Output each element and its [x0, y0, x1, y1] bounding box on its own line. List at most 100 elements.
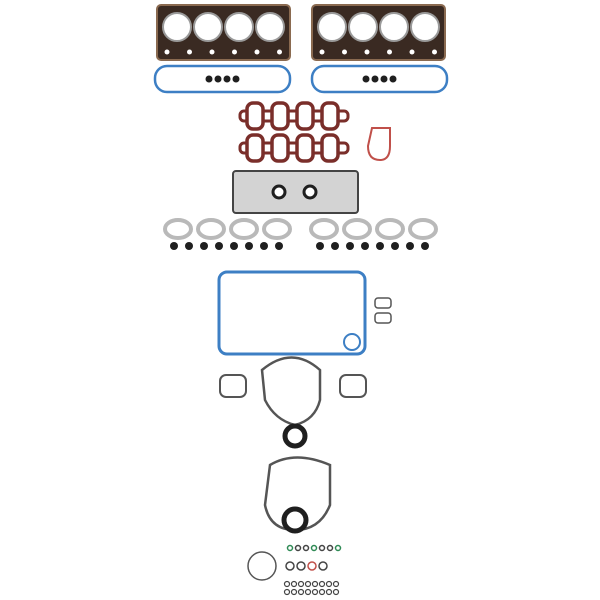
valve-stem-seal [170, 242, 178, 250]
cylinder-bore [193, 12, 223, 42]
intake-rail [238, 141, 350, 155]
water-pump-gasket [219, 374, 247, 398]
exhaust-manifold-gaskets [163, 218, 438, 250]
oil-pan-gasket [217, 270, 392, 356]
small-gasket [374, 297, 392, 309]
tiny-o-ring [283, 588, 291, 596]
valve-stem-seal [260, 242, 268, 250]
exhaust-port-gasket [375, 218, 405, 240]
tiny-o-ring [332, 580, 340, 588]
o-ring [296, 561, 306, 571]
o-ring [307, 561, 317, 571]
valve-stem-seal [245, 242, 253, 250]
cylinder-head-gaskets [156, 4, 446, 61]
exhaust-port-gasket [342, 218, 372, 240]
bolt-hole [164, 49, 170, 55]
tiny-o-ring [297, 580, 305, 588]
valve-stem-seal [421, 242, 429, 250]
timing-cover-gasket-outline [260, 356, 322, 427]
tiny-o-ring [318, 588, 326, 596]
intake-manifold-gaskets [238, 101, 391, 163]
valve-stem-seal [230, 242, 238, 250]
grommet [362, 75, 370, 83]
small-o-ring [302, 544, 310, 552]
valley-cover [232, 170, 359, 214]
tiny-o-ring [332, 588, 340, 596]
bolt-hole [432, 49, 437, 55]
small-o-ring [294, 544, 302, 552]
bolt-hole [319, 49, 325, 55]
grommet [214, 75, 222, 83]
bolt-hole [364, 49, 370, 55]
head-gasket [156, 4, 291, 61]
cylinder-bore [379, 12, 409, 42]
valve-stem-seal [361, 242, 369, 250]
cylinder-bore [410, 12, 440, 42]
bolt-hole [409, 49, 415, 55]
grommet [380, 75, 388, 83]
tiny-o-ring [297, 588, 305, 596]
intake-port [320, 133, 340, 163]
grommet [232, 75, 240, 83]
valve-stem-seal [215, 242, 223, 250]
bolt-hole [254, 49, 260, 55]
small-o-ring [334, 544, 342, 552]
head-gasket [311, 4, 446, 61]
exhaust-port-gasket [309, 218, 339, 240]
intake-port [320, 101, 340, 131]
intake-port [245, 133, 265, 163]
exhaust-port-gasket [229, 218, 259, 240]
small-o-ring [310, 544, 318, 552]
tiny-o-ring [311, 588, 319, 596]
oil-pan-gasket-outline [217, 270, 367, 356]
intake-port [295, 133, 315, 163]
front-crank-seal [282, 423, 308, 449]
valley-cover-plate [232, 170, 359, 214]
grommet [371, 75, 379, 83]
o-ring [285, 561, 295, 571]
valve-cover-gasket [310, 64, 449, 94]
valve-stem-seal [316, 242, 324, 250]
misc-o-rings [247, 544, 342, 596]
timing-cover-gasket [219, 356, 367, 449]
valley-seal [271, 184, 287, 200]
tiny-o-ring [325, 580, 333, 588]
tiny-o-ring [290, 580, 298, 588]
bolt-hole [387, 49, 392, 55]
bolt-hole [232, 49, 237, 55]
valve-stem-seal [346, 242, 354, 250]
bolt-hole [187, 49, 192, 55]
tiny-o-ring [290, 588, 298, 596]
valve-stem-seal [331, 242, 339, 250]
grommet [205, 75, 213, 83]
rear-cover-gasket [263, 456, 332, 534]
intake-port [245, 101, 265, 131]
bolt-hole [277, 49, 282, 55]
bolt-hole [342, 49, 347, 55]
valve-stem-seal [185, 242, 193, 250]
small-o-ring [286, 544, 294, 552]
valve-stem-seal [200, 242, 208, 250]
valve-cover-gaskets [153, 64, 449, 94]
exhaust-port-gasket [163, 218, 193, 240]
cylinder-bore [224, 12, 254, 42]
valley-seal [302, 184, 318, 200]
intake-rail [238, 109, 350, 123]
tiny-o-ring [304, 588, 312, 596]
tiny-o-ring [325, 588, 333, 596]
cylinder-bore [162, 12, 192, 42]
tiny-o-ring [311, 580, 319, 588]
intake-port [270, 133, 290, 163]
grommet [223, 75, 231, 83]
cylinder-bore [348, 12, 378, 42]
large-o-ring [247, 551, 277, 581]
tiny-o-ring [283, 580, 291, 588]
cylinder-bore [317, 12, 347, 42]
cylinder-bore [255, 12, 285, 42]
valve-cover-gasket [153, 64, 292, 94]
valve-stem-seal [391, 242, 399, 250]
intake-port [295, 101, 315, 131]
intake-port [270, 101, 290, 131]
bolt-hole [209, 49, 215, 55]
exhaust-port-gasket [196, 218, 226, 240]
